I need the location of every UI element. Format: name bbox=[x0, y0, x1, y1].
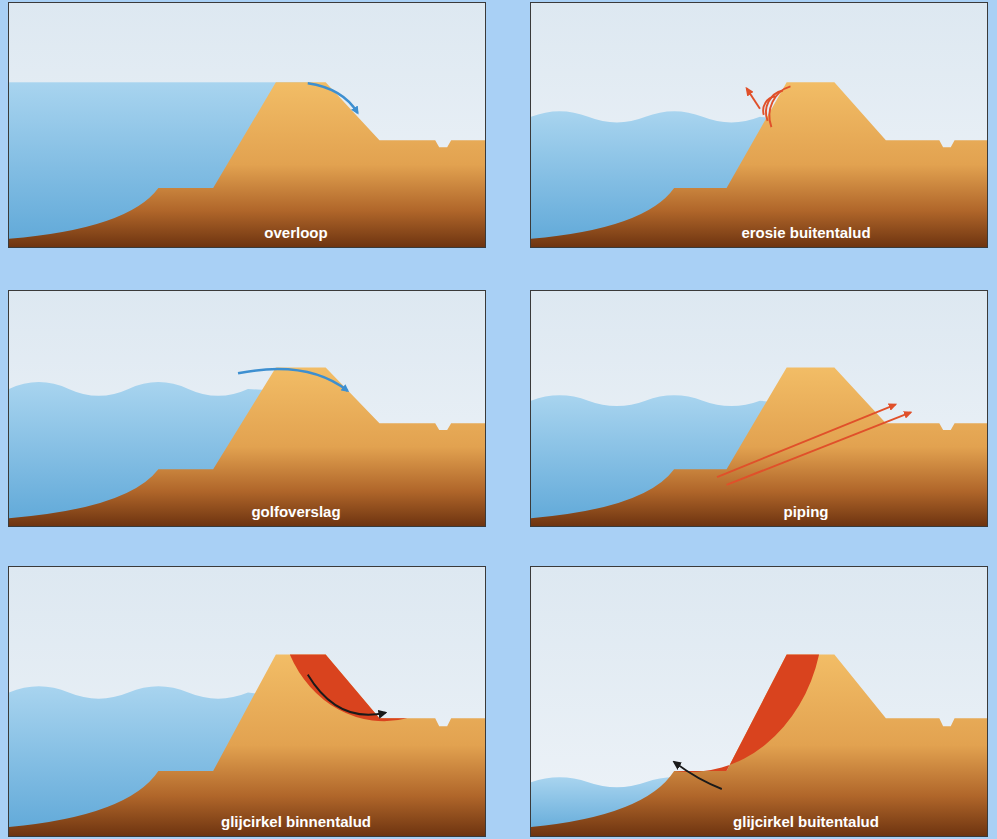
sliding-mass bbox=[674, 654, 819, 772]
dike-body bbox=[9, 367, 485, 526]
dike-body bbox=[9, 654, 485, 836]
dike-body bbox=[531, 654, 987, 836]
dike-illustration bbox=[9, 567, 485, 836]
sliding-arrow bbox=[674, 762, 722, 789]
mechanism-label: glijcirkel buitentalud bbox=[733, 813, 879, 830]
seepage-arrow bbox=[727, 412, 911, 484]
overflow-arrow bbox=[308, 83, 358, 112]
erosion-arrow bbox=[747, 88, 760, 108]
illustration-panel: erosie buitentalud bbox=[530, 2, 988, 248]
seepage-arrow bbox=[717, 405, 895, 477]
illustration-panel: overloop bbox=[8, 2, 486, 248]
sky bbox=[531, 291, 987, 526]
sliding-mass bbox=[290, 654, 408, 721]
sky bbox=[9, 3, 485, 247]
overtopping-arrow bbox=[238, 369, 348, 391]
sliding-arrow bbox=[308, 675, 386, 715]
illustration-panel: glijcirkel buitentalud bbox=[530, 566, 988, 837]
dike-illustration bbox=[531, 567, 987, 836]
illustration-panel: golfoverslag bbox=[8, 290, 486, 527]
dike-illustration bbox=[9, 3, 485, 247]
mechanism-label: piping bbox=[784, 503, 829, 520]
mechanism-label: glijcirkel binnentalud bbox=[221, 813, 371, 830]
dike-body bbox=[531, 82, 987, 247]
sky bbox=[531, 567, 987, 836]
illustration-panel: piping bbox=[530, 290, 988, 527]
illustration-panel: glijcirkel binnentalud bbox=[8, 566, 486, 837]
dike-body bbox=[9, 82, 485, 247]
sky bbox=[9, 291, 485, 526]
mechanism-label: erosie buitentalud bbox=[741, 224, 870, 241]
dike-illustration bbox=[531, 3, 987, 247]
mechanism-label: overloop bbox=[264, 224, 327, 241]
dike-illustration bbox=[9, 291, 485, 526]
sky bbox=[9, 567, 485, 836]
mechanism-label: golfoverslag bbox=[251, 503, 340, 520]
dike-body bbox=[531, 367, 987, 526]
sky bbox=[531, 3, 987, 247]
erosion-arc bbox=[769, 86, 790, 127]
dike-illustration bbox=[531, 291, 987, 526]
